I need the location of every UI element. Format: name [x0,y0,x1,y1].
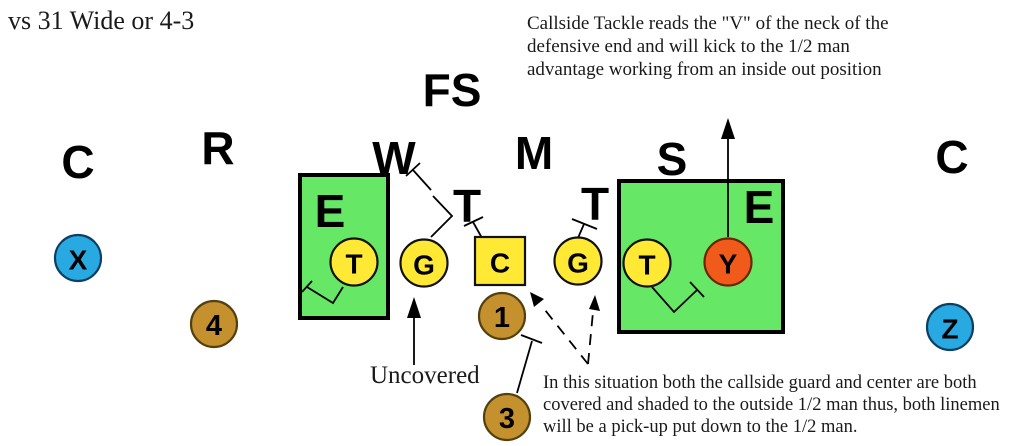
note-pointer-arrows [530,292,600,365]
sam-linebacker-label: S [657,133,688,185]
player-letter: Y [719,249,738,280]
block-line [577,223,585,239]
left-guard-marker: G [399,238,449,288]
note-line: In this situation both the callside guar… [543,373,977,393]
free-safety-label: FS [423,64,482,116]
arrow-head [721,118,735,139]
block-line-dash [412,169,432,191]
block-cap [520,334,543,344]
back3-block-on-1 [516,334,543,394]
player-circle [189,299,239,349]
right-tackle-kick-block [651,281,705,314]
left-tackle-down-block [301,280,344,305]
back-1-marker: 1 [477,291,527,341]
player-letter: X [69,245,88,276]
uncovered-label: Uncovered [370,362,480,389]
left-guard-to-will-block [405,162,454,238]
center-to-tackle-block [463,216,484,239]
right-tackle-marker: T [622,238,672,288]
dashed-arrow-head [530,292,544,307]
left-def-tackle-label: T [453,180,481,232]
back-3-marker: 3 [482,392,532,442]
note-line: Callside Tackle reads the "V" of the nec… [527,13,889,34]
dashed-arrow-head [589,295,600,311]
player-number: 4 [206,310,222,342]
player-letter: G [567,248,589,279]
player-letter: G [413,250,435,281]
arrow-head [407,297,421,318]
block-cap [689,281,705,298]
player-letter: T [345,249,362,280]
player-circle [53,233,103,283]
player-circle [703,237,753,287]
rover-label: R [201,122,234,174]
player-number: 3 [499,403,515,435]
player-square [473,235,527,287]
right-def-tackle-label: T [581,178,609,230]
right-guard-to-tackle-block [571,218,598,239]
block-path [651,286,698,314]
uncovered-arrow [407,297,421,365]
y-tight-end-marker: Y [703,237,753,287]
mike-linebacker-label: M [515,127,553,179]
block-line [516,340,533,394]
dashed-arrow-line [587,311,594,365]
callside-tackle-note: Callside Tackle reads the "V" of the nec… [527,12,889,81]
player-circle [477,291,527,341]
z-receiver-marker: Z [925,302,975,352]
player-letter: T [638,250,655,281]
player-circle [925,302,975,352]
player-letter: Z [941,314,958,345]
block-line [472,221,483,239]
note-line: will be a pick-up put down to the 1/2 ma… [543,417,858,437]
block-cap [463,216,484,227]
player-number: 1 [494,302,510,334]
note-line: covered and shaded to the outside 1/2 ma… [543,395,1000,415]
player-letter: C [490,248,510,279]
right-guard-marker: G [553,236,603,286]
y-release-arrow [721,118,735,237]
player-circle [553,236,603,286]
block-path [306,286,344,305]
will-linebacker-label: W [372,132,416,184]
block-cap [301,280,313,293]
x-receiver-marker: X [53,233,103,283]
right-end-label: E [744,181,775,233]
player-circle [399,238,449,288]
right-corner-label: C [935,131,968,183]
left-end-label: E [315,185,346,237]
back-4-marker: 4 [189,299,239,349]
dashed-arrow-line [540,304,589,365]
center-marker: C [473,235,527,287]
block-cap [405,162,421,177]
block-cap [571,218,598,230]
player-circle [482,392,532,442]
block-chevron [430,195,454,238]
situation-note: In this situation both the callside guar… [543,372,1000,438]
left-corner-label: C [61,136,94,188]
player-circle [329,237,379,287]
player-circle [622,238,672,288]
left-tackle-marker: T [329,237,379,287]
note-line: advantage working from an inside out pos… [527,59,882,80]
page-title: vs 31 Wide or 4-3 [8,6,195,35]
note-line: defensive end and will kick to the 1/2 m… [527,36,850,57]
